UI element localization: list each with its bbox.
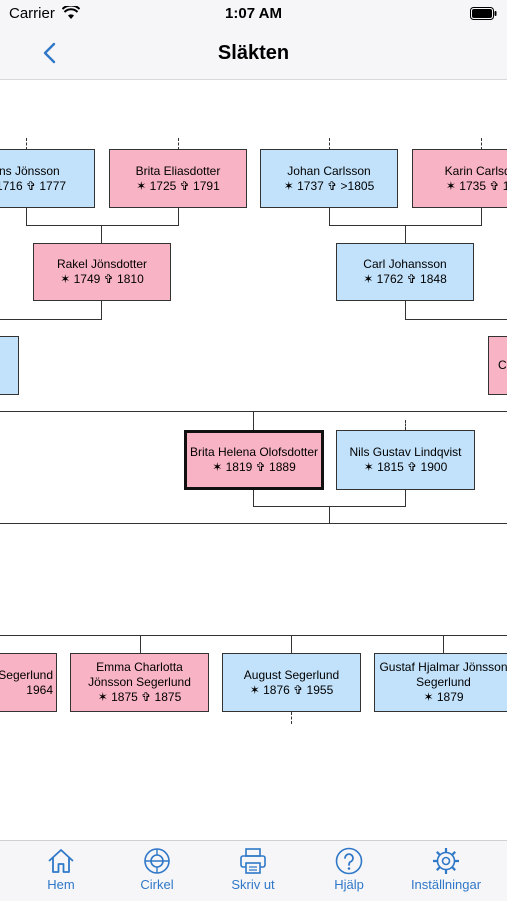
tab-cirkel[interactable]: Cirkel [111, 847, 203, 892]
connector [253, 411, 254, 430]
connector [405, 490, 406, 506]
battery-icon [470, 7, 497, 20]
person-card-johan-carlsson[interactable]: Johan Carlsson ✶ 1737 ✞ >1805 [260, 149, 398, 208]
person-dates: ✶1716 ✞ 1777 [0, 178, 67, 193]
person-card-gustaf-hjalmar[interactable]: Gustaf Hjalmar Jönsson Segerlund ✶ 1879 [374, 653, 507, 712]
connector [140, 635, 141, 653]
tab-bar: Hem Cirkel Skriv ut Hjälp Ins [0, 840, 507, 901]
person-card-partial-left[interactable] [0, 336, 19, 395]
connector [178, 138, 179, 150]
wifi-icon [62, 6, 80, 19]
tab-hem[interactable]: Hem [15, 847, 107, 892]
person-card-carl-johansson[interactable]: Carl Johansson ✶ 1762 ✞ 1848 [336, 243, 474, 301]
tab-installningar[interactable]: Inställningar [400, 847, 492, 892]
person-card-segerlund-partial[interactable]: Segerlund 1964 [0, 653, 57, 712]
person-name: Segerlund [416, 675, 471, 689]
person-name: Gustaf Hjalmar Jönsson [379, 660, 507, 674]
tab-label: Hjälp [334, 877, 364, 892]
person-name: Karin Carlsdo [444, 163, 507, 178]
clock: 1:07 AM [225, 5, 282, 22]
person-dates: ✶ 1737 ✞ >1805 [283, 178, 375, 193]
chevron-left-icon[interactable] [36, 38, 66, 68]
connector [253, 490, 254, 506]
family-tree-canvas[interactable]: ans Jönsson ✶1716 ✞ 1777 Brita Eliasdott… [0, 80, 507, 840]
connector [26, 138, 27, 150]
connector [329, 506, 330, 524]
printer-icon [240, 848, 266, 874]
person-name: Segerlund [0, 667, 53, 682]
person-dates: ✶ 1735 ✞ 17 [445, 178, 507, 193]
person-name: ans Jönsson [0, 163, 60, 178]
home-icon [48, 849, 74, 873]
person-card-brita-helena-olofsdotter[interactable]: Brita Helena Olofsdotter ✶ 1819 ✞ 1889 [184, 430, 324, 490]
person-name: Nils Gustav Lindqvist [349, 445, 462, 459]
person-card-brita-eliasdotter[interactable]: Brita Eliasdotter ✶ 1725 ✞ 1791 [109, 149, 247, 208]
person-dates: 1964 [26, 682, 53, 697]
connector [481, 208, 482, 225]
gear-icon [433, 848, 459, 874]
connector [291, 712, 292, 724]
person-card-partial-right[interactable]: C [488, 336, 507, 395]
person-name: Brita Eliasdotter [135, 163, 221, 178]
tab-hjalp[interactable]: Hjälp [303, 847, 395, 892]
person-name: Brita Helena Olofsdotter [189, 445, 319, 459]
tab-label: Inställningar [410, 877, 482, 892]
person-name: Jönsson Segerlund [88, 675, 191, 689]
connector [0, 523, 507, 524]
person-name: Johan Carlsson [287, 163, 371, 178]
person-dates: ✶ 1875 ✞ 1875 [97, 690, 182, 704]
carrier-label: Carrier [9, 5, 55, 22]
connector [405, 225, 406, 243]
navigation-bar: Släkten [0, 28, 507, 80]
page-title: Släkten [217, 42, 290, 64]
connector [0, 319, 102, 320]
person-dates: ✶ 1749 ✞ 1810 [60, 272, 144, 286]
person-card-nils-gustav-lindqvist[interactable]: Nils Gustav Lindqvist ✶ 1815 ✞ 1900 [336, 430, 475, 490]
person-name: Rakel Jönsdotter [56, 257, 148, 271]
connector [26, 208, 27, 225]
connector [0, 635, 507, 636]
person-dates: ✶ 1879 [423, 690, 464, 704]
connector [178, 208, 179, 225]
connector [443, 635, 444, 653]
connector [329, 208, 330, 225]
person-dates: ✶ 1762 ✞ 1848 [363, 272, 447, 286]
person-card-rakel-jonsdotter[interactable]: Rakel Jönsdotter ✶ 1749 ✞ 1810 [33, 243, 171, 301]
person-dates: ✶ 1725 ✞ 1791 [136, 178, 220, 193]
connector [101, 301, 102, 319]
person-card-karin-carlsdotter[interactable]: Karin Carlsdo ✶ 1735 ✞ 17 [412, 149, 507, 208]
tab-label: Cirkel [140, 877, 174, 892]
person-name: Emma Charlotta [96, 660, 183, 674]
connector [291, 635, 292, 653]
person-name: Carl Johansson [363, 257, 447, 271]
connector [26, 225, 179, 226]
connector [405, 301, 406, 319]
person-card-hans-jonsson[interactable]: ans Jönsson ✶1716 ✞ 1777 [0, 149, 95, 208]
person-dates: ✶ 1876 ✞ 1955 [249, 682, 334, 697]
connector [481, 138, 482, 150]
connector [101, 225, 102, 243]
circle-icon [144, 848, 170, 874]
person-dates: ✶ 1815 ✞ 1900 [363, 460, 448, 474]
person-card-emma-charlotta[interactable]: Emma Charlotta Jönsson Segerlund ✶ 1875 … [70, 653, 209, 712]
connector [329, 138, 330, 150]
tab-label: Hem [47, 877, 75, 892]
connector [405, 319, 507, 320]
person-name: August Segerlund [243, 667, 340, 682]
tab-skriv-ut[interactable]: Skriv ut [207, 847, 299, 892]
person-dates: ✶ 1819 ✞ 1889 [212, 460, 296, 474]
tab-label: Skriv ut [231, 877, 275, 892]
status-bar: Carrier 1:07 AM [0, 0, 507, 28]
person-name: C [498, 358, 507, 372]
person-card-august-segerlund[interactable]: August Segerlund ✶ 1876 ✞ 1955 [222, 653, 361, 712]
connector [405, 420, 406, 430]
help-icon [335, 847, 363, 875]
